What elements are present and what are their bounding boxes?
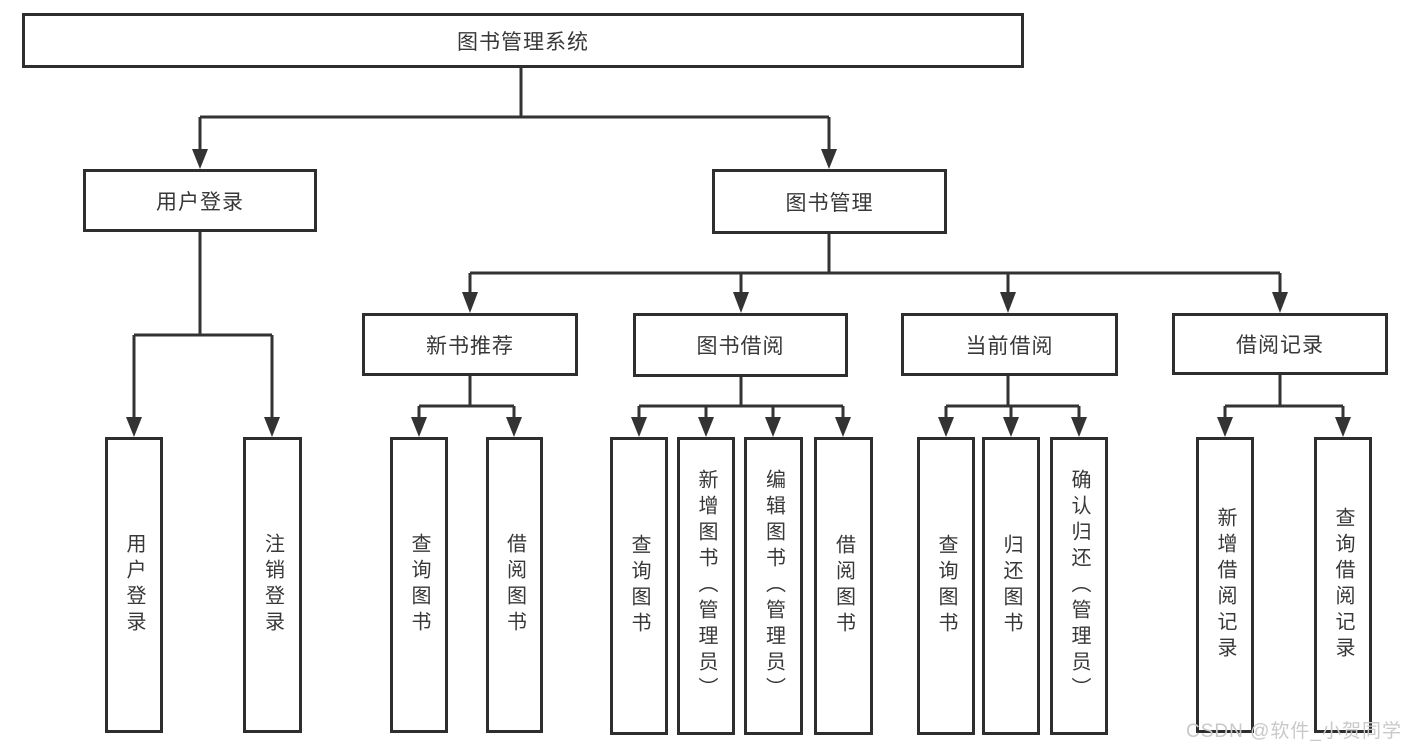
leaf-query-borrow-record: 查询借阅记录 bbox=[1314, 437, 1372, 733]
leaf-add-borrow-record: 新增借阅记录 bbox=[1196, 437, 1254, 733]
csdn-watermark: CSDN @软件_小贺同学 bbox=[1186, 721, 1402, 742]
leaf-query-books-recommend: 查询图书 bbox=[390, 437, 448, 733]
node-label: 图书借阅 bbox=[696, 335, 785, 358]
node-label: 当前借阅 bbox=[965, 334, 1054, 358]
node-label: 借阅记录 bbox=[1236, 334, 1324, 357]
node-current-borrowing: 当前借阅 bbox=[901, 313, 1118, 376]
node-new-book-recommend: 新书推荐 bbox=[362, 313, 578, 376]
leaf-query-books-borrowing: 查询图书 bbox=[610, 437, 668, 735]
node-label: 图书管理 bbox=[785, 191, 874, 215]
leaf-label: 查询借阅记录 bbox=[1332, 507, 1354, 663]
node-label: 图书管理系统 bbox=[457, 30, 589, 54]
connector-current-borrowing bbox=[938, 376, 1087, 437]
connector-book-borrowing bbox=[631, 377, 851, 437]
leaf-label: 查询图书 bbox=[628, 534, 650, 638]
node-book-management-branch: 图书管理 bbox=[712, 169, 947, 234]
connector-book-management-branch bbox=[462, 234, 1288, 313]
leaf-add-book-admin: 新增图书（管理员） bbox=[677, 437, 735, 735]
leaf-query-books-current: 查询图书 bbox=[917, 437, 975, 735]
leaf-label: 新增图书（管理员） bbox=[695, 469, 717, 703]
node-library-system: 图书管理系统 bbox=[22, 13, 1024, 68]
leaf-label: 注销登录 bbox=[261, 533, 284, 637]
node-borrowing-records: 借阅记录 bbox=[1172, 313, 1388, 375]
leaf-borrow-books-borrowing: 借阅图书 bbox=[814, 437, 873, 735]
node-user-login-branch: 用户登录 bbox=[83, 169, 317, 232]
connector-root-to-level2 bbox=[192, 68, 837, 169]
leaf-label: 查询图书 bbox=[935, 534, 957, 638]
leaf-borrow-books-recommend: 借阅图书 bbox=[486, 437, 543, 733]
leaf-label: 借阅图书 bbox=[503, 533, 526, 637]
connector-borrowing-records bbox=[1217, 375, 1351, 437]
node-label: 新书推荐 bbox=[426, 334, 514, 358]
leaf-label: 用户登录 bbox=[123, 533, 145, 637]
leaf-confirm-return-admin: 确认归还（管理员） bbox=[1050, 437, 1108, 735]
node-book-borrowing: 图书借阅 bbox=[633, 313, 848, 377]
connector-new-book-recommend bbox=[411, 376, 522, 437]
node-label: 用户登录 bbox=[156, 190, 244, 214]
leaf-user-login: 用户登录 bbox=[105, 437, 163, 733]
leaf-label: 确认归还（管理员） bbox=[1068, 469, 1090, 703]
leaf-logout: 注销登录 bbox=[243, 437, 302, 733]
leaf-edit-book-admin: 编辑图书（管理员） bbox=[744, 437, 803, 735]
leaf-label: 归还图书 bbox=[1000, 534, 1022, 638]
leaf-label: 查询图书 bbox=[408, 533, 430, 637]
leaf-label: 编辑图书（管理员） bbox=[762, 469, 785, 703]
leaf-return-books: 归还图书 bbox=[982, 437, 1040, 735]
leaf-label: 借阅图书 bbox=[832, 534, 855, 638]
connector-user-login-branch bbox=[126, 232, 280, 437]
leaf-label: 新增借阅记录 bbox=[1214, 507, 1236, 663]
